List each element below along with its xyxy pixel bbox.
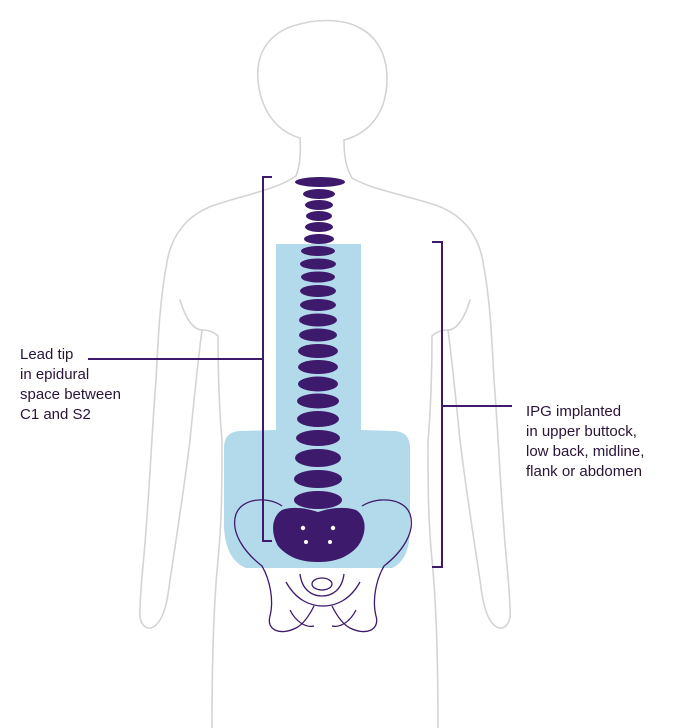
lead-tip-bracket — [88, 176, 272, 542]
lead-tip-line-1: Lead tip — [20, 346, 74, 363]
lead-tip-line-4: C1 and S2 — [20, 406, 91, 423]
spinal-column — [273, 177, 365, 562]
ipg-label: IPG implanted in upper buttock, low back… — [526, 402, 644, 482]
lead-tip-label: Lead tip in epidural space between C1 an… — [20, 345, 121, 425]
ipg-line-1: IPG implanted — [526, 403, 622, 420]
sacral-foramina — [300, 525, 336, 544]
ipg-line-3: low back, midline, — [526, 443, 645, 460]
ipg-bracket — [432, 241, 512, 568]
pelvis-outline — [234, 499, 412, 633]
sacrum — [273, 507, 365, 562]
lead-tip-line-2: in epidural — [20, 366, 90, 383]
body-outline — [139, 19, 511, 728]
lead-tip-line-3: space between — [20, 386, 121, 403]
ipg-line-2: in upper buttock, — [526, 423, 637, 440]
ipg-line-4: flank or abdomen — [526, 463, 642, 480]
